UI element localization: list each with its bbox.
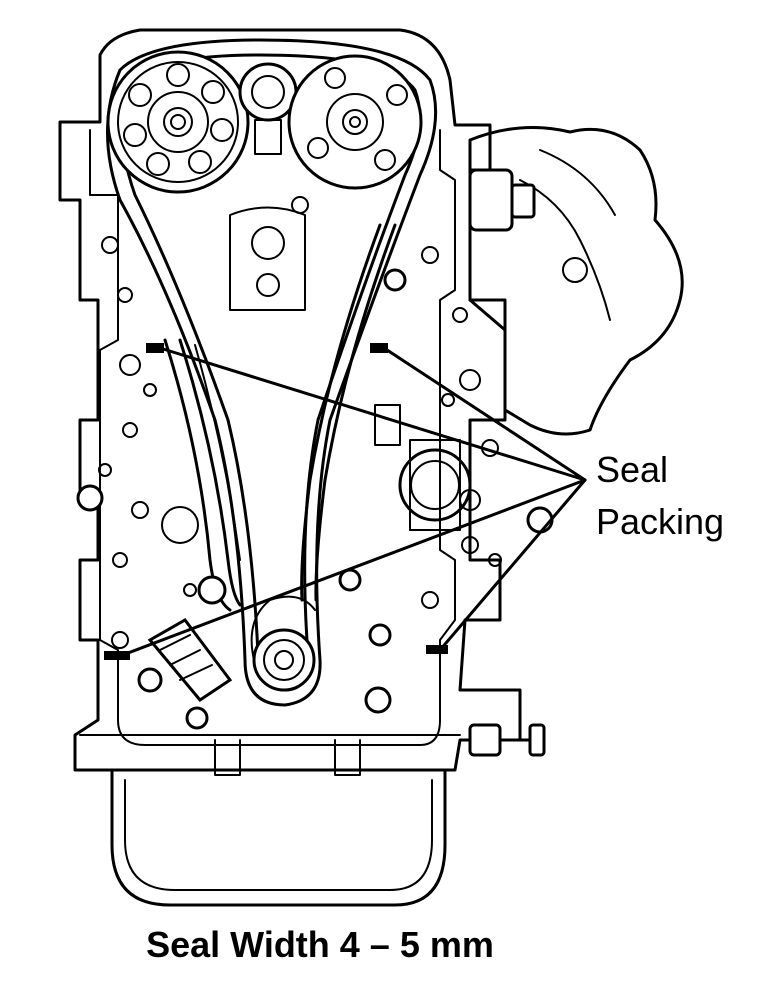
crankshaft-sprocket (250, 595, 316, 692)
callout-leader-lines (118, 346, 587, 658)
camshaft-sprocket-right (287, 54, 423, 190)
oil-pan (110, 768, 447, 907)
seal-mark-lower-left (104, 651, 130, 660)
seal-packing-marks (104, 343, 448, 660)
seal-mark-upper-right (370, 343, 388, 353)
idler-sprocket (238, 62, 298, 155)
oil-pump-housing (374, 404, 472, 531)
engine-block (58, 28, 546, 776)
chain-guide-right (300, 223, 397, 602)
figure-caption: Seal Width 4 – 5 mm (146, 924, 494, 965)
seal-mark-upper-left (146, 343, 164, 353)
intake-manifold (468, 126, 684, 436)
callout-label-packing: Packing (596, 501, 725, 542)
cover-bolts (76, 236, 554, 730)
seal-mark-lower-right (426, 645, 448, 654)
chain-tensioner (147, 618, 233, 702)
callout-label-seal: Seal (596, 449, 669, 490)
camshaft-sprocket-left (106, 50, 250, 194)
chain-guide-left (163, 338, 242, 612)
center-boss (229, 196, 309, 311)
